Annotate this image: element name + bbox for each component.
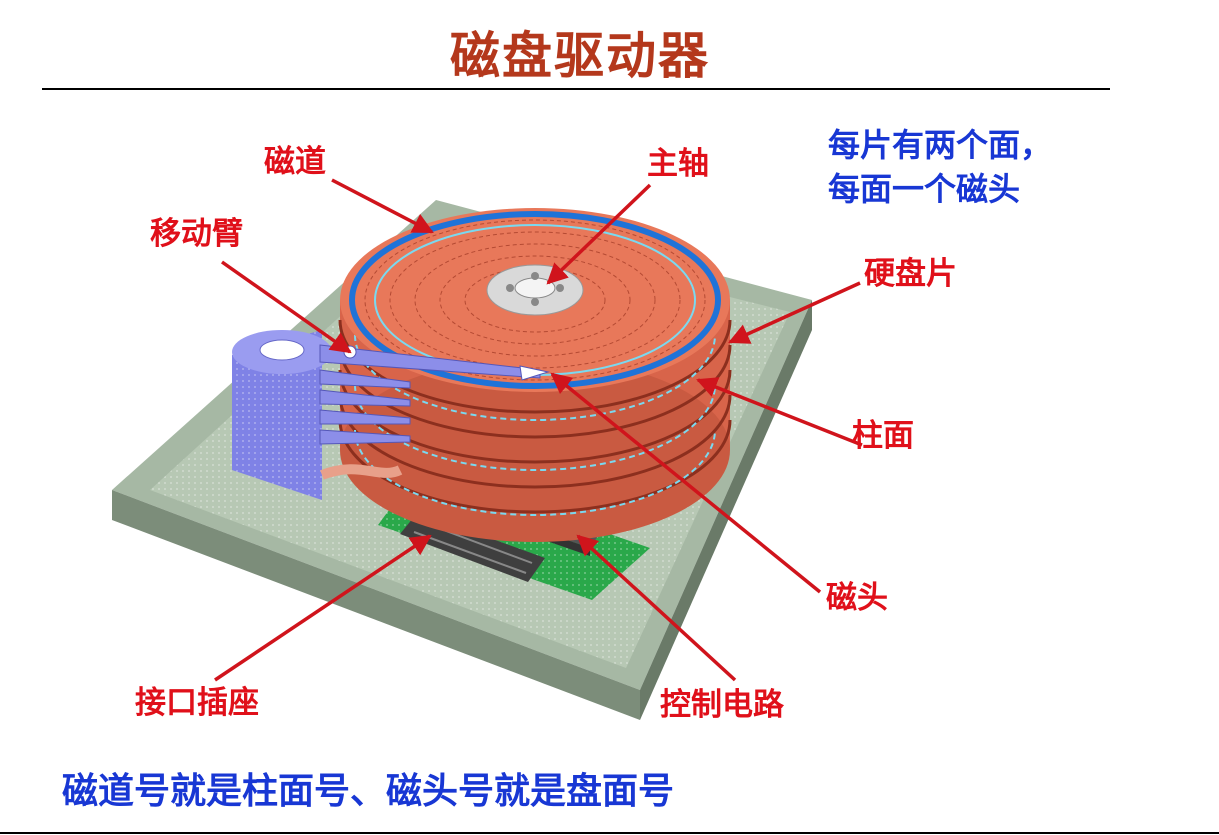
label-connector: 接口插座 (135, 685, 259, 721)
label-cylinder: 柱面 (852, 418, 914, 454)
label-head: 磁头 (826, 580, 888, 616)
note-line-2: 每面一个磁头 (828, 170, 1021, 208)
label-track: 磁道 (264, 144, 326, 180)
pointer-spindle (546, 183, 652, 285)
title-divider (42, 88, 1110, 90)
ribbon-cable (320, 464, 403, 480)
pointer-circuit (576, 534, 737, 682)
page-title: 磁盘驱动器 (450, 27, 710, 85)
pointer-arm (220, 260, 352, 354)
pointer-lines (214, 178, 863, 682)
footer-note: 磁道号就是柱面号、磁头号就是盘面号 (62, 771, 675, 812)
label-circuit: 控制电路 (660, 687, 784, 723)
label-platter: 硬盘片 (864, 256, 957, 292)
label-spindle: 主轴 (647, 146, 709, 182)
actuator-arm (232, 330, 550, 500)
pointer-connector (214, 534, 432, 682)
note-line-1: 每片有两个面， (828, 126, 1053, 164)
pointer-track (331, 178, 434, 234)
label-arm: 移动臂 (150, 216, 243, 252)
bottom-divider (0, 832, 1219, 834)
pointer-platter (728, 281, 861, 344)
platter-stack (338, 208, 732, 542)
pointer-head (550, 372, 822, 594)
pointer-cylinder (696, 377, 863, 447)
